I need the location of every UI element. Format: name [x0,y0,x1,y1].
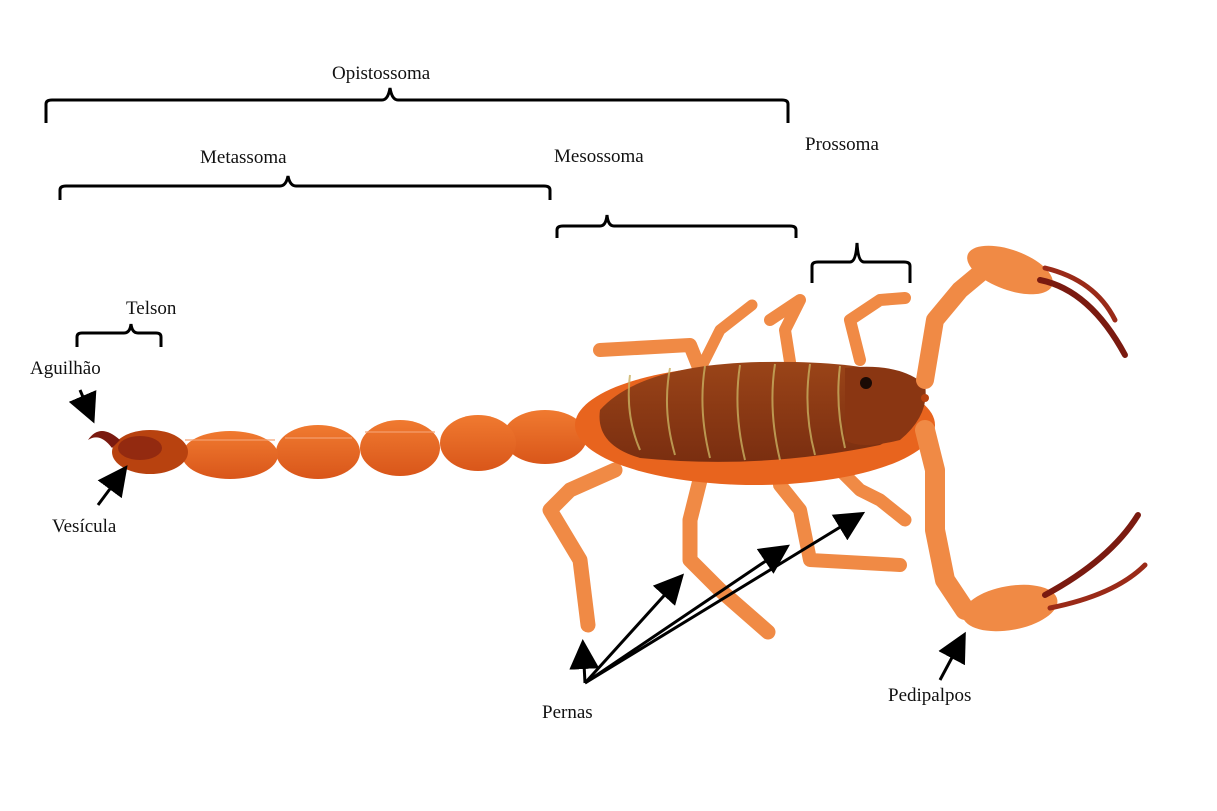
bracket-opistossoma [46,88,788,123]
bracket-prossoma [812,243,910,283]
bracket-telson [77,324,161,347]
arrow-pedipalpos [940,637,963,680]
arrow-pernas-2 [585,578,680,683]
label-metassoma: Metassoma [200,148,287,167]
label-mesossoma: Mesossoma [554,147,644,166]
bracket-metassoma [60,176,550,200]
scorpion-body [575,362,935,485]
scorpion-tail [88,410,587,479]
scorpion-pedipalps [925,236,1145,638]
arrow-pernas-1 [583,645,585,683]
label-vesicula: Vesícula [52,517,116,536]
arrow-vesicula [98,470,124,505]
label-aguilhao: Aguilhão [30,359,101,378]
bracket-mesossoma [557,215,796,238]
arrow-pernas-4 [585,515,860,683]
label-prossoma: Prossoma [805,135,879,154]
label-pedipalpos: Pedipalpos [888,686,971,705]
arrow-aguilhao [80,390,92,418]
label-telson: Telson [126,299,176,318]
label-pernas: Pernas [542,703,593,722]
label-opistossoma: Opistossoma [332,64,430,83]
